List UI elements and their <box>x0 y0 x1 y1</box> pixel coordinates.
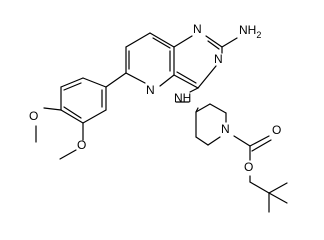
pyridine-n5-label: N <box>146 83 155 97</box>
bond <box>195 103 211 113</box>
bond <box>249 181 270 194</box>
bond <box>63 82 82 91</box>
bond <box>221 37 238 48</box>
amine-nh2-main-text: NH <box>239 23 256 37</box>
bond <box>173 35 193 48</box>
linker-nh-label: NH <box>174 91 191 105</box>
molecule-drawing: N NH2 N N NH N O O O O <box>29 22 288 213</box>
chemical-structure-diagram: N NH2 N N NH N O O O O <box>29 22 288 213</box>
atom-labels: N NH2 N N NH N O O O O <box>29 22 281 174</box>
bond <box>43 107 62 111</box>
bond <box>149 32 175 48</box>
bond <box>59 149 77 160</box>
carbonyl-o-label: O <box>272 123 281 137</box>
bond <box>207 136 221 146</box>
bond <box>60 77 84 88</box>
pyrimidine-n3-label: N <box>214 52 223 66</box>
pyrimidine-n1-label: N <box>193 22 202 36</box>
bond <box>249 135 270 147</box>
piperidine-n-label: N <box>221 122 230 136</box>
bond <box>189 87 199 93</box>
bond <box>63 106 82 119</box>
bond <box>82 77 107 88</box>
bond <box>209 103 227 114</box>
amine-nh2-subscript: 2 <box>256 30 261 40</box>
bond <box>173 74 199 89</box>
bond <box>176 71 197 84</box>
bond <box>125 72 146 84</box>
bond <box>105 72 127 88</box>
bond <box>268 182 288 194</box>
bond <box>125 32 151 48</box>
bond <box>205 35 223 48</box>
bond <box>82 109 107 124</box>
bond <box>152 37 171 49</box>
ester-o-label: O <box>244 160 253 174</box>
bond <box>197 65 217 89</box>
bonds <box>35 32 288 213</box>
amine-nh2-label: NH2 <box>239 23 261 40</box>
bond <box>268 192 288 204</box>
bond <box>233 135 251 147</box>
methoxy-o-label: O <box>29 109 38 123</box>
bond <box>251 139 272 152</box>
bond <box>195 136 209 146</box>
bond <box>60 109 84 124</box>
bond <box>159 74 175 87</box>
bond <box>207 40 220 50</box>
methoxy-o-label: O <box>77 138 86 152</box>
